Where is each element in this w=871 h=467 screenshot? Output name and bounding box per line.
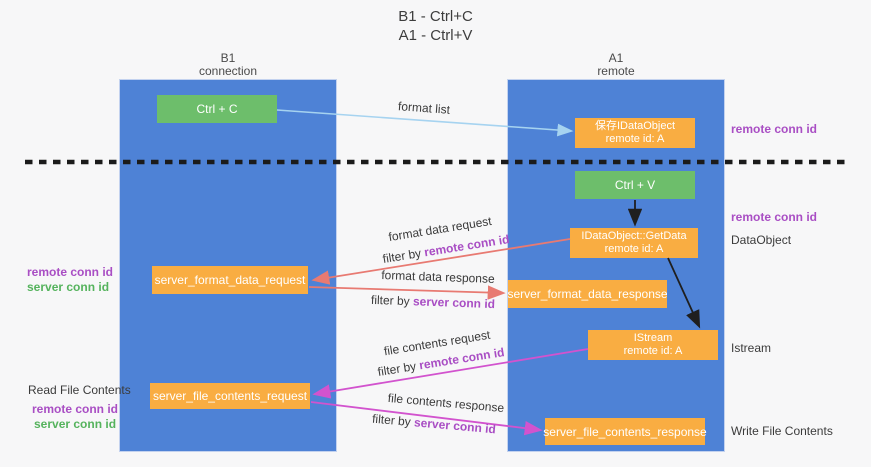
format-list-label: format list: [397, 99, 451, 117]
annotation-istream: Istream: [731, 341, 772, 355]
annotation-remote-conn-id-mid: remote conn id: [731, 210, 818, 224]
server-format-data-response-box: server_format_data_response: [507, 280, 668, 308]
getdata-line2: remote id: A: [604, 243, 664, 255]
istream-line2: remote id: A: [623, 345, 683, 357]
server-conn-id-key: server conn id: [413, 415, 497, 437]
lane-b1-name: B1: [220, 51, 236, 65]
lane-a1-name: A1: [608, 51, 624, 65]
ctrl-v-label: Ctrl + V: [614, 178, 656, 192]
save-idataobject-box: 保存IDataObject remote id: A: [575, 118, 695, 148]
annotation-write-file-contents: Write File Contents: [731, 424, 833, 438]
server-conn-id-key: server conn id: [412, 294, 496, 312]
ctrl-c-box: Ctrl + C: [157, 95, 277, 123]
title-line-1: B1 - Ctrl+C: [398, 8, 473, 25]
filter-by-prefix: filter by: [370, 292, 414, 309]
filter-by-prefix: filter by: [376, 358, 421, 379]
file-contents-response-filter-label: filter by server conn id: [372, 412, 497, 437]
annotation-dataobject: DataObject: [731, 233, 792, 247]
annotation-remote-conn-id-top: remote conn id: [731, 122, 818, 136]
lane-a1-subtitle: remote: [597, 64, 635, 78]
lane-b1-subtitle: connection: [198, 64, 258, 78]
file-contents-response-label: file contents response: [387, 390, 505, 416]
ctrl-v-box: Ctrl + V: [575, 171, 695, 199]
diagram-title: B1 - Ctrl+C A1 - Ctrl+V: [0, 7, 871, 45]
istream-box: IStream remote id: A: [588, 330, 718, 360]
server-file-contents-request-label: server_file_contents_request: [152, 389, 308, 403]
annotation-left-bottom-server-conn-id: server conn id: [34, 417, 117, 431]
server-format-data-request-label: server_format_data_request: [154, 273, 306, 287]
annotation-left-bottom-remote-conn-id: remote conn id: [32, 402, 119, 416]
lane-header-a1: A1 remote: [507, 52, 725, 78]
format-data-response-filter-label: filter by server conn id: [371, 293, 495, 311]
server-file-contents-response-box: server_file_contents_response: [543, 418, 707, 445]
save-idataobject-line2: remote id: A: [605, 133, 665, 145]
server-file-contents-request-box: server_file_contents_request: [150, 383, 310, 409]
idataobject-getdata-box: IDataObject::GetData remote id: A: [570, 228, 698, 258]
filter-by-prefix: filter by: [371, 411, 415, 430]
save-idataobject-line1: 保存IDataObject: [594, 120, 676, 132]
server-format-data-response-label: server_format_data_response: [507, 287, 668, 301]
annotation-left-top-remote-conn-id: remote conn id: [27, 265, 114, 279]
annotation-left-top-server-conn-id: server conn id: [27, 280, 110, 294]
filter-by-prefix: filter by: [381, 245, 426, 266]
title-line-2: A1 - Ctrl+V: [398, 27, 473, 44]
annotation-read-file-contents: Read File Contents: [28, 383, 131, 397]
format-data-response-arrow: [308, 285, 506, 300]
getdata-line1: IDataObject::GetData: [581, 230, 687, 242]
server-format-data-request-box: server_format_data_request: [152, 266, 308, 294]
format-data-response-label: format data response: [381, 268, 495, 286]
lane-header-b1: B1 connection: [119, 52, 337, 78]
server-file-contents-response-label: server_file_contents_response: [543, 424, 707, 439]
istream-line1: IStream: [633, 332, 673, 344]
ctrl-c-label: Ctrl + C: [196, 102, 238, 116]
